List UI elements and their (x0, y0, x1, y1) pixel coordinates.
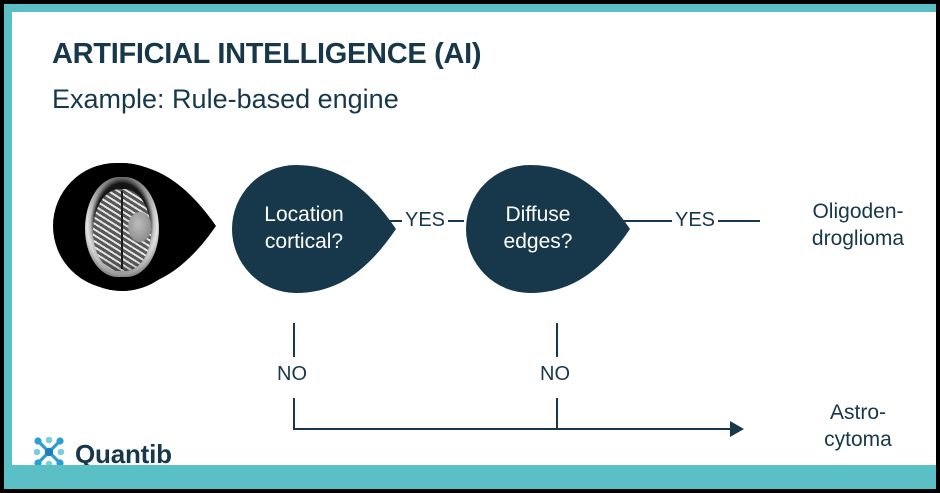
outcome-oligodendroglioma: Oligoden- droglioma (774, 199, 936, 253)
brand-logo-text: Quantib (75, 439, 172, 465)
outcome-1-line2: droglioma (811, 226, 905, 250)
edge-label-yes-1: YES (402, 209, 449, 232)
edge-label-no-1: NO (274, 363, 310, 386)
edge-line-no-2-lower (556, 398, 558, 430)
decision-node-diffuse-edges[interactable]: Diffuse edges? (464, 162, 636, 296)
edge-line-no-2-upper (556, 323, 558, 357)
brain-mri-node (48, 158, 224, 294)
brain-mri-image (58, 163, 186, 291)
slide-canvas: ARTIFICIAL INTELLIGENCE (AI) Example: Ru… (12, 12, 936, 465)
edge-label-no-2: NO (537, 363, 573, 386)
quantib-network-icon (32, 435, 66, 465)
slide-teal-border: ARTIFICIAL INTELLIGENCE (AI) Example: Ru… (4, 4, 936, 489)
edge-label-yes-2: YES (672, 209, 719, 232)
edge-line-no-1-upper (293, 323, 295, 357)
outcome-1-line1: Oligoden- (812, 200, 904, 223)
edge-line-astrocytoma (293, 428, 733, 430)
outcome-astrocytoma: Astro- cytoma (774, 400, 936, 454)
arrow-head-icon (730, 421, 744, 437)
page-title: ARTIFICIAL INTELLIGENCE (AI) (52, 38, 482, 70)
outcome-2-line2: cytoma (824, 427, 892, 451)
edge-line-no-1-lower (293, 398, 295, 430)
outcome-2-line1: Astro- (829, 401, 886, 424)
page-subtitle: Example: Rule-based engine (52, 84, 399, 114)
brand-logo: Quantib (32, 435, 172, 465)
decision-node-location-cortical[interactable]: Location cortical? (230, 162, 402, 296)
